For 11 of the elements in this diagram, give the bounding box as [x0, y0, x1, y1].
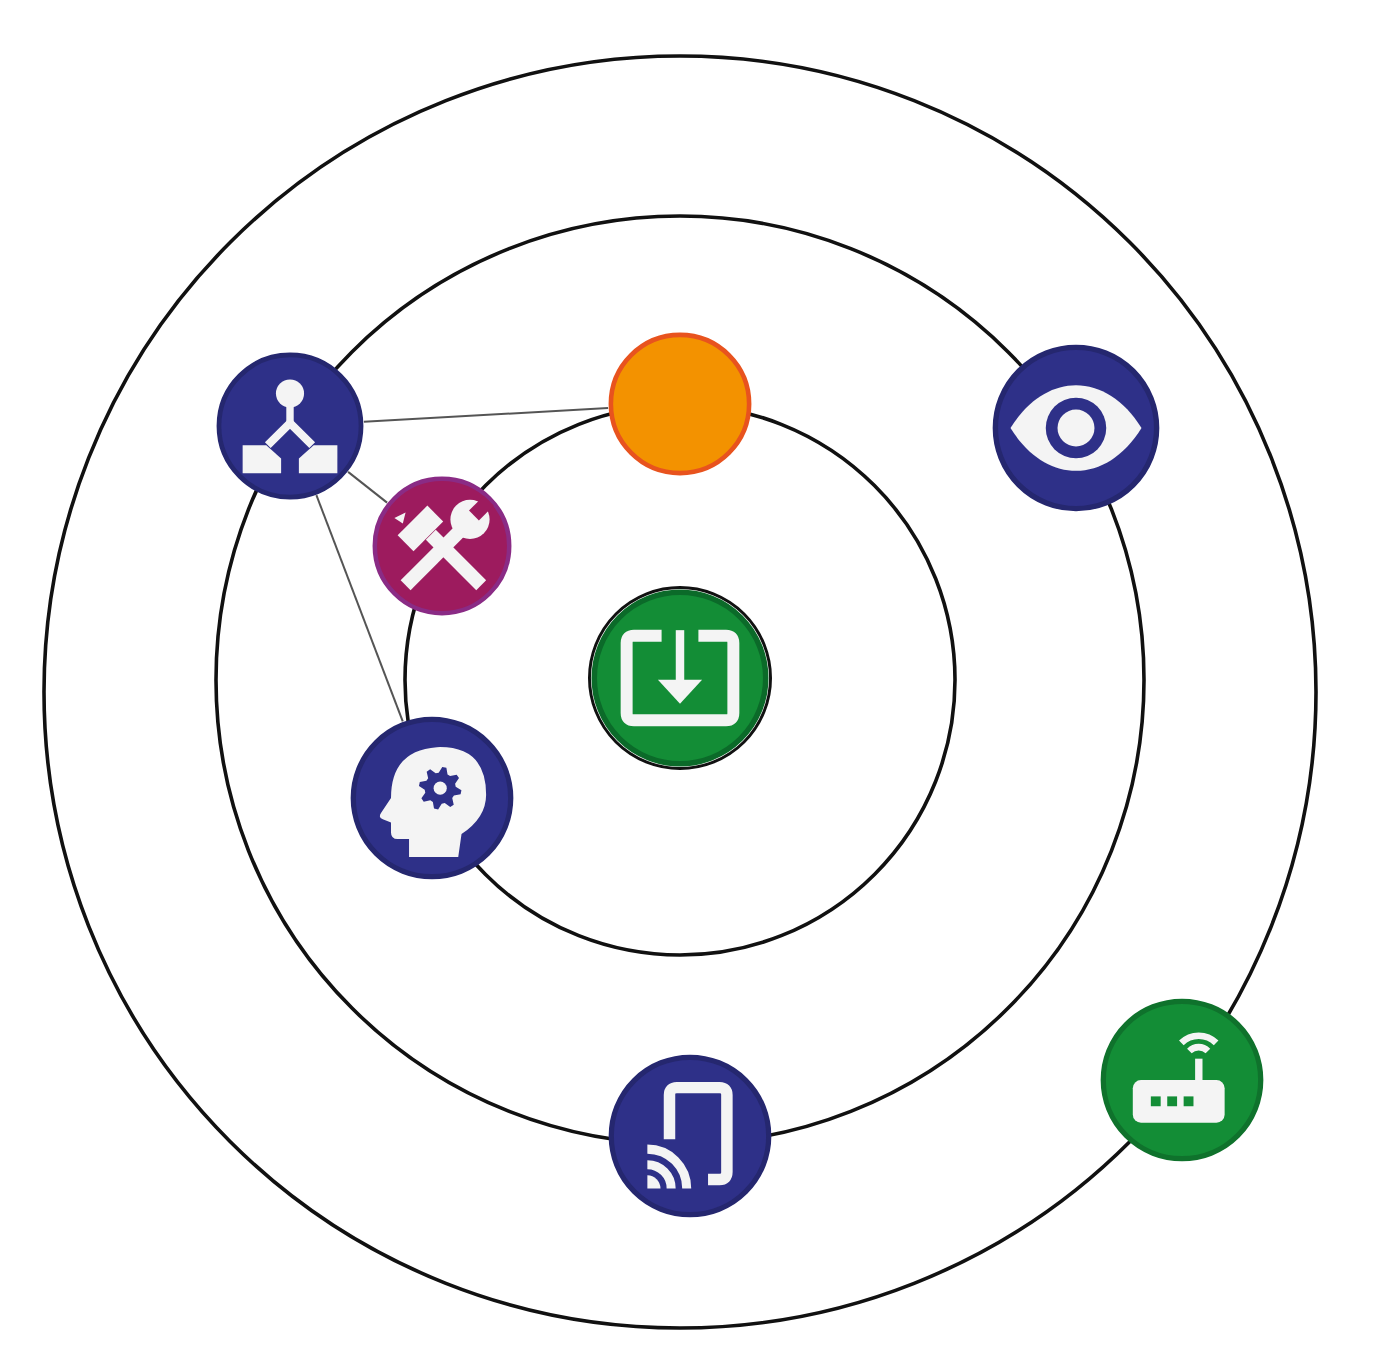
eye-icon: [992, 344, 1160, 512]
router-icon: [1100, 998, 1264, 1162]
tools-icon: [372, 476, 512, 616]
connector-line: [347, 470, 389, 504]
cast-icon: [608, 1054, 772, 1218]
download-icon: [588, 586, 772, 770]
connector-line: [315, 494, 404, 723]
hierarchy-icon: [216, 352, 364, 500]
empty-node-circle: [608, 332, 752, 476]
connector-line: [362, 407, 610, 423]
head-gear-icon: [350, 716, 514, 880]
